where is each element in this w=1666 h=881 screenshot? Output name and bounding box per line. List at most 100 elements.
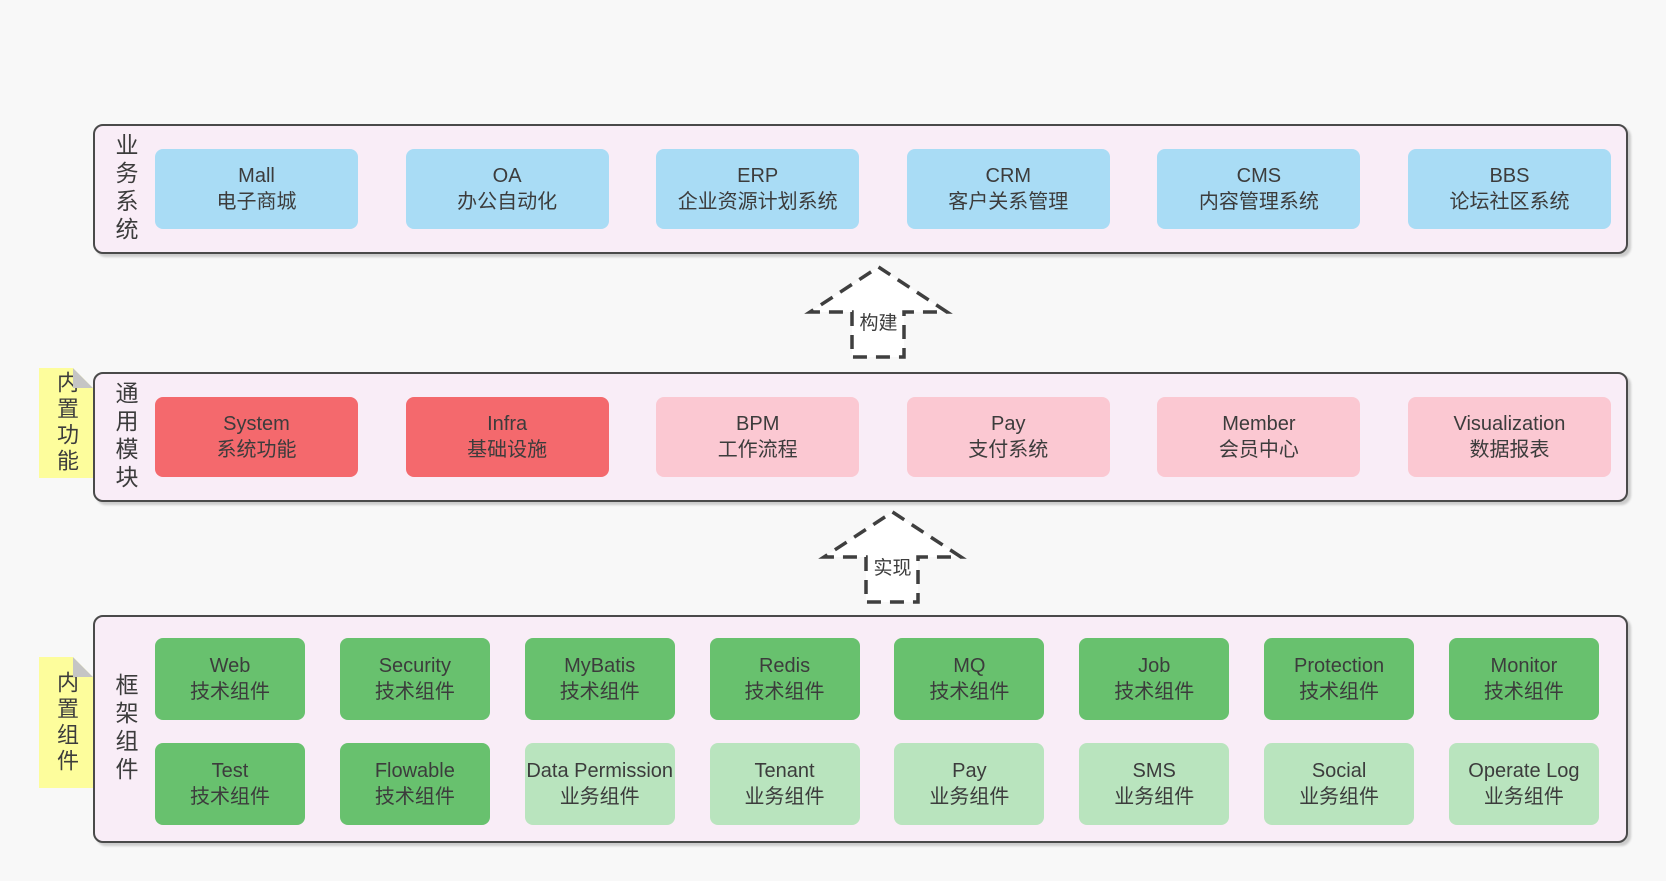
box-desc: 技术组件 <box>1299 681 1380 703</box>
box-erp: ERP 企业资源计划系统 <box>656 149 860 229</box>
box-test: Test 技术组件 <box>155 743 305 825</box>
sticky-tab-built-in-components: 内置组件 <box>39 657 93 788</box>
box-name: Protection <box>1294 655 1385 677</box>
box-name: CMS <box>1236 165 1282 187</box>
box-name: MQ <box>953 655 986 677</box>
box-social: Social 业务组件 <box>1264 743 1415 825</box>
box-bpm: BPM 工作流程 <box>656 397 860 477</box>
box-desc: 系统功能 <box>216 439 297 461</box>
box-desc: 技术组件 <box>374 681 455 703</box>
box-tenant: Tenant 业务组件 <box>709 743 860 825</box>
box-web: Web 技术组件 <box>155 638 305 720</box>
build-arrow: 构建 <box>804 264 953 360</box>
box-name: Security <box>378 655 451 677</box>
box-desc: 电子商城 <box>216 191 297 213</box>
implement-arrow: 实现 <box>818 509 967 605</box>
box-name: ERP <box>737 165 779 187</box>
box-monitor: Monitor 技术组件 <box>1448 638 1599 720</box>
arrow-label: 构建 <box>856 311 901 336</box>
box-name: Tenant <box>754 760 815 782</box>
box-mybatis: MyBatis 技术组件 <box>524 638 675 720</box>
box-name: Member <box>1222 413 1296 435</box>
box-desc: 内容管理系统 <box>1198 191 1319 213</box>
box-name: Pay <box>991 413 1026 435</box>
box-name: OA <box>492 165 522 187</box>
box-flowable: Flowable 技术组件 <box>339 743 490 825</box>
box-desc: 客户关系管理 <box>948 191 1069 213</box>
box-name: Web <box>209 655 251 677</box>
box-desc: 技术组件 <box>190 786 270 808</box>
box-desc: 技术组件 <box>744 681 825 703</box>
section-common-modules: 通用模块 System 系统功能 Infra 基础设施 BPM 工作流程 Pay… <box>93 372 1628 502</box>
box-desc: 业务组件 <box>929 786 1010 808</box>
box-sms: SMS 业务组件 <box>1079 743 1230 825</box>
box-desc: 业务组件 <box>1483 786 1564 808</box>
box-name: BBS <box>1489 165 1530 187</box>
box-name: Data Permission <box>526 760 674 782</box>
arrow-label: 实现 <box>870 556 915 581</box>
box-protection: Protection 技术组件 <box>1264 638 1415 720</box>
section-business-systems: 业务系统 Mall 电子商城 OA 办公自动化 ERP 企业资源计划系统 CRM… <box>93 124 1628 254</box>
box-operate-log: Operate Log 业务组件 <box>1448 743 1599 825</box>
business-box-row: Mall 电子商城 OA 办公自动化 ERP 企业资源计划系统 CRM 客户关系… <box>155 149 1611 229</box>
box-desc: 基础设施 <box>467 439 548 461</box>
box-name: Pay <box>952 760 987 782</box>
box-visualization: Visualization 数据报表 <box>1407 397 1611 477</box>
box-name: BPM <box>736 413 780 435</box>
folded-corner-icon <box>73 657 93 677</box>
box-crm: CRM 客户关系管理 <box>906 149 1110 229</box>
box-name: Visualization <box>1453 413 1566 435</box>
box-desc: 技术组件 <box>1114 681 1195 703</box>
box-member: Member 会员中心 <box>1157 397 1361 477</box>
framework-box-row-2: Test 技术组件 Flowable 技术组件 Data Permission … <box>155 743 1599 825</box>
box-desc: 技术组件 <box>1483 681 1564 703</box>
box-desc: 工作流程 <box>717 439 798 461</box>
box-security: Security 技术组件 <box>339 638 490 720</box>
box-desc: 论坛社区系统 <box>1449 191 1570 213</box>
box-data-permission: Data Permission 业务组件 <box>524 743 675 825</box>
box-desc: 技术组件 <box>929 681 1010 703</box>
box-name: Test <box>211 760 249 782</box>
section-framework-components: 框架组件 Web 技术组件 Security 技术组件 MyBatis 技术组件… <box>93 615 1628 843</box>
box-name: Infra <box>487 413 528 435</box>
box-redis: Redis 技术组件 <box>709 638 860 720</box>
box-name: Operate Log <box>1468 760 1580 782</box>
section-label: 通用模块 <box>112 381 138 493</box>
box-name: MyBatis <box>564 655 636 677</box>
tab-label: 内置功能 <box>54 371 79 475</box>
box-name: Social <box>1311 760 1367 782</box>
box-desc: 技术组件 <box>190 681 270 703</box>
box-job: Job 技术组件 <box>1079 638 1230 720</box>
box-name: System <box>223 413 290 435</box>
sticky-tab-built-in-features: 内置功能 <box>39 368 93 478</box>
box-desc: 数据报表 <box>1469 439 1550 461</box>
box-desc: 业务组件 <box>1299 786 1380 808</box>
box-desc: 办公自动化 <box>457 191 558 213</box>
box-name: CRM <box>985 165 1032 187</box>
tab-label: 内置组件 <box>54 670 79 775</box>
box-oa: OA 办公自动化 <box>405 149 609 229</box>
box-mq: MQ 技术组件 <box>894 638 1045 720</box>
section-label: 框架组件 <box>112 673 138 785</box>
box-desc: 技术组件 <box>374 786 455 808</box>
box-pay: Pay 支付系统 <box>906 397 1110 477</box>
box-name: Flowable <box>374 760 455 782</box>
box-bbs: BBS 论坛社区系统 <box>1407 149 1611 229</box>
box-system: System 系统功能 <box>155 397 358 477</box>
box-name: Monitor <box>1490 655 1558 677</box>
box-name: Job <box>1138 655 1171 677</box>
box-desc: 业务组件 <box>559 786 640 808</box>
box-desc: 会员中心 <box>1218 439 1299 461</box>
framework-box-rows: Web 技术组件 Security 技术组件 MyBatis 技术组件 Redi… <box>155 638 1599 825</box>
box-desc: 业务组件 <box>1114 786 1195 808</box>
box-pay-component: Pay 业务组件 <box>894 743 1045 825</box>
box-desc: 技术组件 <box>559 681 640 703</box>
folded-corner-icon <box>73 368 93 388</box>
box-name: SMS <box>1132 760 1176 782</box>
box-infra: Infra 基础设施 <box>405 397 609 477</box>
box-name: Mall <box>238 165 275 187</box>
box-desc: 企业资源计划系统 <box>677 191 838 213</box>
box-name: Redis <box>758 655 811 677</box>
section-label: 业务系统 <box>112 133 138 245</box>
